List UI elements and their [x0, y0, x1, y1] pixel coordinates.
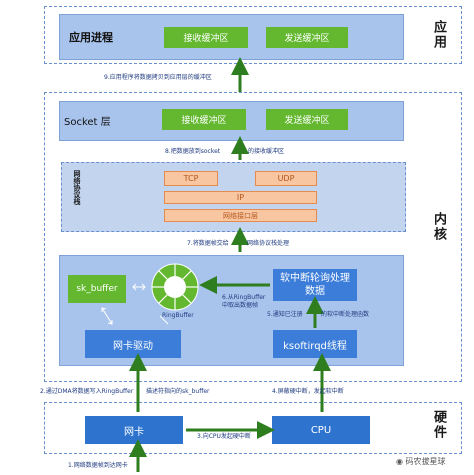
softirq-poll-box: 软中断轮询处理数据 — [273, 269, 357, 301]
step-8a-caption: 8.把数据放到socket — [165, 148, 221, 155]
app-layer-frame — [44, 6, 462, 64]
step-6b-caption: 中取出数据帧 — [222, 302, 259, 309]
ringbuffer-icon — [150, 262, 200, 312]
step-8b-caption: 的接收缓冲区 — [248, 148, 285, 155]
hardware-side-label: 硬件 — [431, 410, 446, 440]
udp-box: UDP — [255, 171, 317, 186]
app-process-title: 应用进程 — [69, 31, 113, 44]
socket-layer-title: Socket 层 — [64, 117, 111, 128]
step-7a-caption: 7.将数据帧交给 — [187, 240, 229, 247]
app-recv-buffer: 接收缓冲区 — [164, 27, 248, 48]
step-2b-caption: 描述符指向的sk_buffer — [146, 388, 210, 395]
step-1-caption: 1.网络数据帧到达网卡 — [68, 462, 128, 469]
watermark: ◉ 码农拔星球 — [396, 456, 446, 467]
app-send-buffer: 发送缓冲区 — [266, 27, 348, 48]
kernel-frame — [44, 92, 462, 382]
socket-send-buffer: 发送缓冲区 — [266, 109, 348, 130]
ringbuffer-label: RingBuffer — [162, 312, 194, 319]
step-5a-caption: 5.通知已注册 — [267, 311, 303, 318]
protocol-stack-title: 网络协议栈 — [73, 170, 81, 205]
step-5b-caption: 的软中断处理函数 — [321, 311, 370, 318]
step-7b-caption: 网络协议栈处理 — [247, 240, 290, 247]
cpu-box: CPU — [272, 416, 370, 444]
watermark-text: 码农拔星球 — [405, 457, 446, 466]
ip-box: IP — [164, 191, 317, 204]
network-interface-box: 网络接口层 — [164, 209, 317, 222]
sk-buffer-box: sk_buffer — [68, 275, 126, 303]
socket-recv-buffer: 接收缓冲区 — [162, 109, 246, 130]
step-2a-caption: 2.通过DMA将数据写入RingBuffer — [40, 388, 134, 395]
step-4-caption: 4.屏蔽硬中断，发起软中断 — [272, 388, 344, 395]
app-side-label: 应用 — [431, 20, 446, 50]
step-9-caption: 9.应用程序将数据拷贝到应用层的缓冲区 — [104, 74, 212, 81]
step-6a-caption: 6.从RingBuffer — [222, 294, 266, 301]
hardware-frame — [44, 402, 462, 454]
tcp-box: TCP — [164, 171, 218, 186]
watermark-icon: ◉ — [396, 457, 406, 466]
step-3-caption: 3.向CPU发起硬中断 — [197, 433, 251, 440]
kernel-side-label: 内核 — [431, 212, 446, 242]
